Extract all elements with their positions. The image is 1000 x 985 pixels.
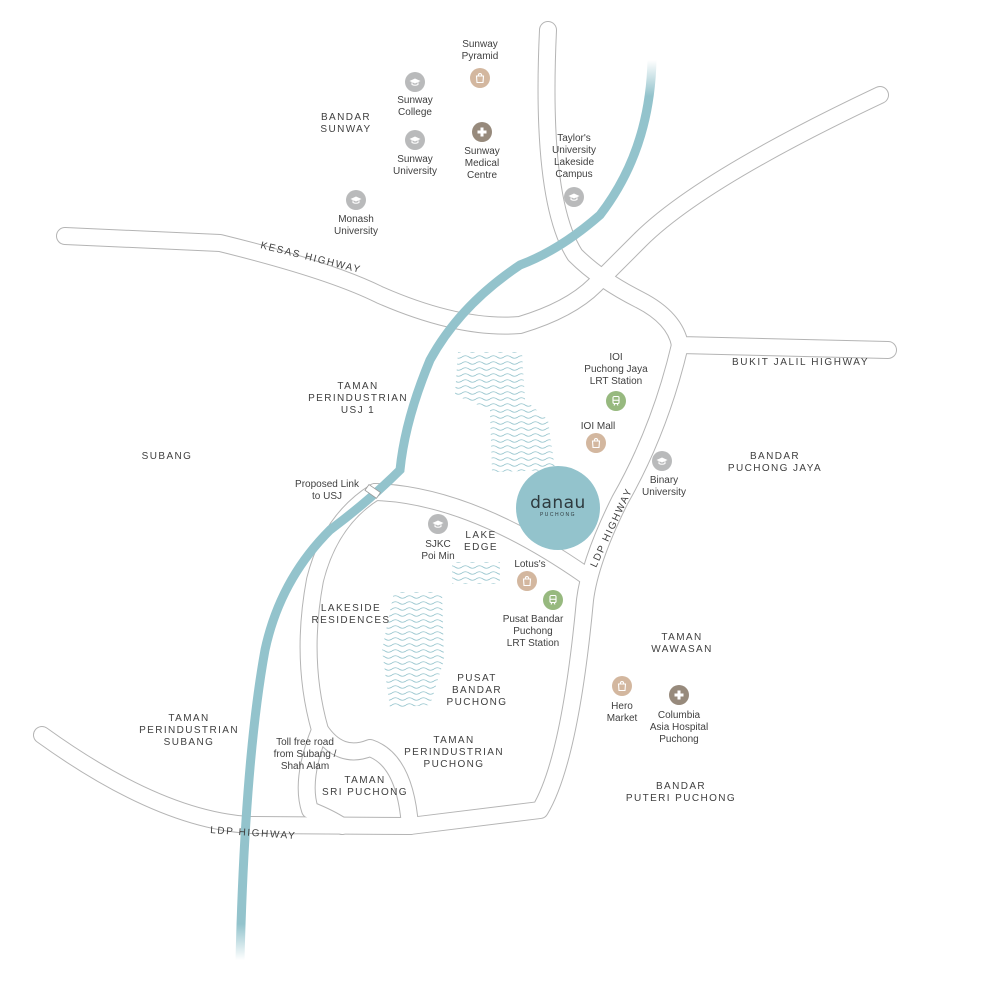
proposed-link-bridge [364, 483, 382, 499]
graduation-cap-icon[interactable] [405, 72, 425, 92]
area-taman-sri-puchong: TAMAN SRI PUCHONG [322, 775, 408, 798]
poi-label: Hero Market [606, 701, 638, 724]
shopping-bag-icon[interactable] [470, 68, 490, 88]
poi-label: Binary University [642, 475, 686, 498]
shopping-bag-icon[interactable] [517, 571, 537, 591]
poi-label: Sunway Medical Centre [464, 146, 500, 181]
poi-label: Columbia Asia Hospital Puchong [649, 710, 709, 745]
medical-cross-icon[interactable] [472, 122, 492, 142]
graduation-cap-icon[interactable] [652, 451, 672, 471]
area-bandar-sunway: BANDAR SUNWAY [320, 112, 372, 135]
lake-edge-lake [452, 562, 500, 584]
road-network [33, 21, 897, 835]
area-pusat-bandar-puchong: PUSAT BANDAR PUCHONG [446, 673, 508, 708]
proposed-link-note: Proposed Link to USJ [295, 479, 359, 502]
brand-subtitle: PUCHONG [539, 511, 577, 518]
area-taman-wawasan: TAMAN WAWASAN [651, 632, 713, 655]
danau-puchong-logo[interactable]: danau PUCHONG [516, 466, 600, 550]
area-lakeside-residences: LAKESIDE RESIDENCES [311, 603, 391, 626]
graduation-cap-icon[interactable] [346, 190, 366, 210]
north-lake [455, 352, 555, 472]
train-icon[interactable] [606, 391, 626, 411]
poi-label: Lotus's [514, 559, 546, 570]
poi-label: IOI Puchong Jaya LRT Station [584, 352, 648, 387]
poi-label: IOI Mall [580, 421, 616, 432]
poi-label: SJKC Poi Min [421, 539, 455, 562]
graduation-cap-icon[interactable] [405, 130, 425, 150]
poi-label: Sunway University [393, 154, 437, 177]
graduation-cap-icon[interactable] [564, 187, 584, 207]
train-icon[interactable] [543, 590, 563, 610]
area-taman-perindustrian-puchong: TAMAN PERINDUSTRIAN PUCHONG [404, 735, 504, 770]
area-bandar-puchong-jaya: BANDAR PUCHONG JAYA [727, 451, 823, 474]
shopping-bag-icon[interactable] [612, 676, 632, 696]
area-taman-perindustrian-subang: TAMAN PERINDUSTRIAN SUBANG [139, 713, 239, 748]
toll-free-road-note: Toll free road from Subang / Shah Alam [273, 737, 337, 772]
area-bandar-puteri-puchong: BANDAR PUTERI PUCHONG [625, 781, 737, 804]
poi-label: Pusat Bandar Puchong LRT Station [502, 614, 564, 649]
central-lake [382, 592, 444, 708]
poi-label: Sunway Pyramid [461, 39, 499, 62]
poi-label: Monash University [334, 214, 378, 237]
river [235, 55, 657, 965]
area-taman-usj1: TAMAN PERINDUSTRIAN USJ 1 [308, 381, 408, 416]
graduation-cap-icon[interactable] [428, 514, 448, 534]
poi-label: Taylor's University Lakeside Campus [552, 133, 596, 180]
area-lake-edge: LAKE EDGE [464, 530, 498, 553]
brand-name: danau [530, 492, 586, 513]
medical-cross-icon[interactable] [669, 685, 689, 705]
shopping-bag-icon[interactable] [586, 433, 606, 453]
area-subang: SUBANG [141, 451, 193, 462]
bukit-jalil-highway-label: BUKIT JALIL HIGHWAY [732, 357, 869, 368]
poi-label: Sunway College [397, 95, 433, 118]
